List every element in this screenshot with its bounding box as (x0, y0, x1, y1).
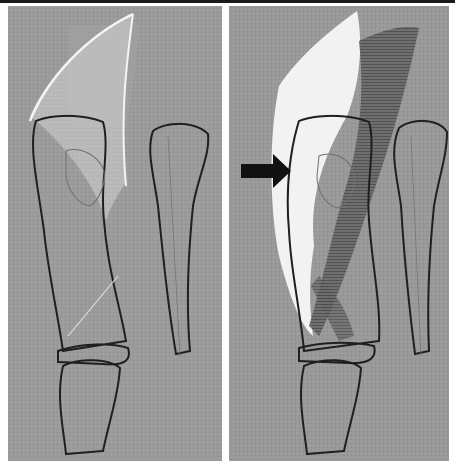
panel-left-image (8, 6, 222, 461)
panel-right-image (229, 6, 449, 461)
panel-left (8, 6, 222, 461)
top-border (0, 0, 455, 3)
panel-right (229, 6, 449, 461)
